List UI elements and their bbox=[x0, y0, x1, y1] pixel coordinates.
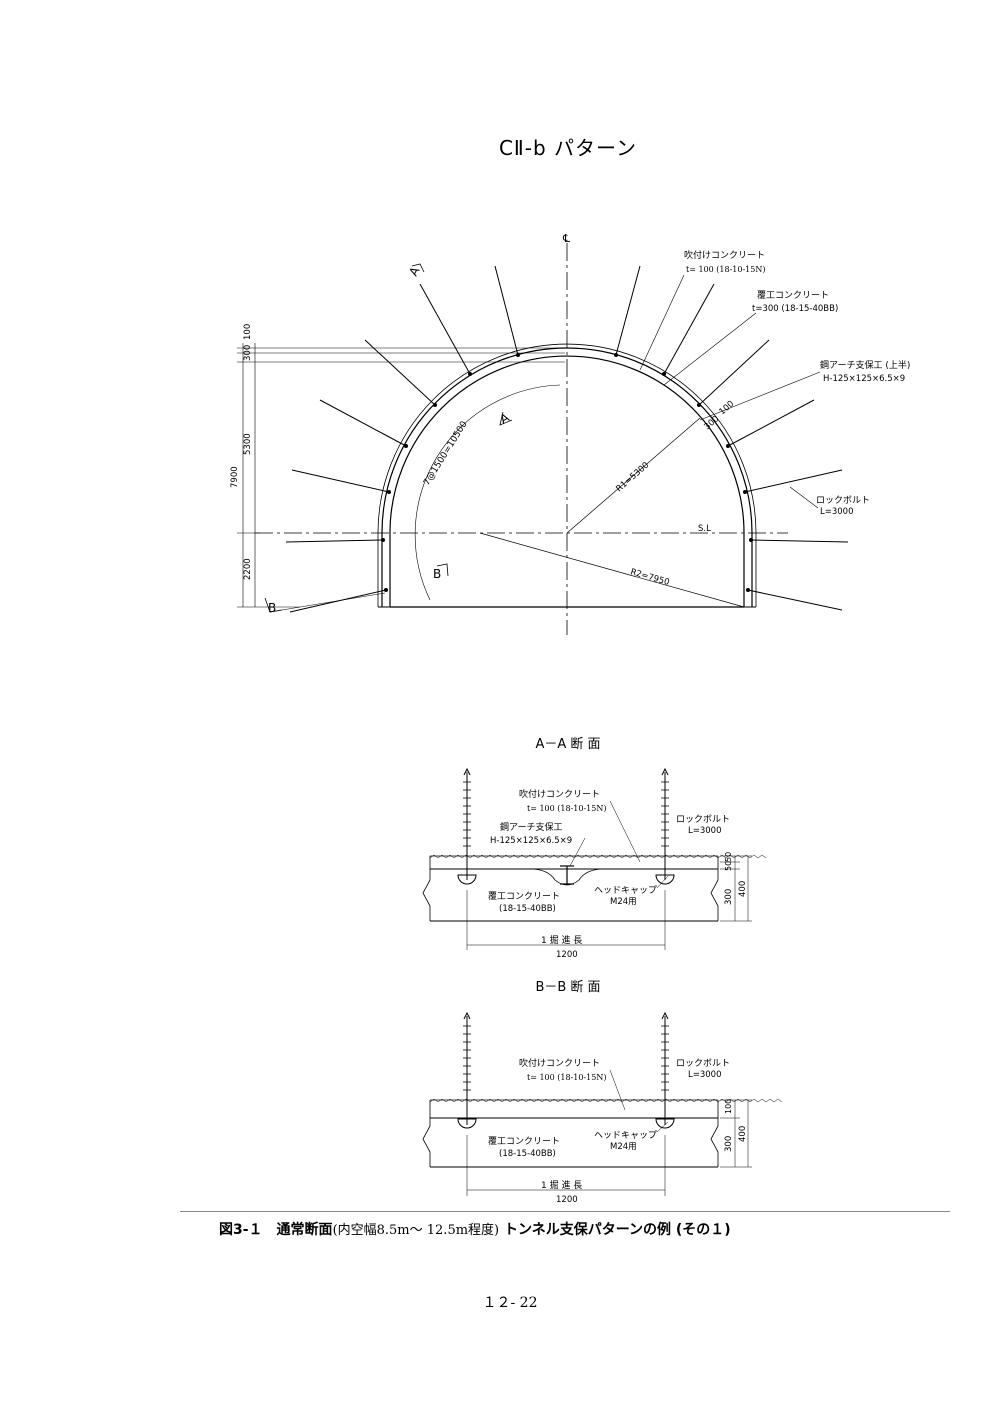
caption-divider bbox=[180, 1211, 950, 1212]
aa-headcap-spec: M24用 bbox=[610, 897, 637, 907]
steel-h-beam-icon bbox=[560, 865, 574, 885]
aa-shotcrete-spec: t= 100 (18-10-15N) bbox=[527, 804, 606, 813]
lining-label: 覆工コンクリート bbox=[757, 290, 829, 301]
section-bb-title: B－B 断 面 bbox=[535, 980, 601, 995]
bb-lining-spec: (18-15-40BB) bbox=[499, 1149, 556, 1159]
bb-rockbolt-spec: L=3000 bbox=[688, 1070, 722, 1080]
cut-marker-a: A bbox=[406, 264, 423, 279]
bb-headcap-label: ヘッドキャップ bbox=[594, 1130, 657, 1141]
shotcrete-spec: t= 100 (18-10-15N) bbox=[686, 265, 765, 274]
section-bb-rockbolts bbox=[457, 1011, 675, 1129]
headcap-icon bbox=[655, 874, 675, 885]
page-number: １２- 22 bbox=[482, 1295, 538, 1311]
aa-steel-arch-label: 鋼アーチ支保工 bbox=[500, 821, 562, 833]
aa-headcap-label: ヘッドキャップ bbox=[594, 885, 657, 896]
headcap-icon bbox=[457, 874, 477, 885]
r2-radius-line bbox=[479, 532, 745, 608]
section-aa-title: A－A 断 面 bbox=[535, 737, 601, 752]
page-title: CⅡ-b パターン bbox=[498, 136, 638, 160]
section-aa-rockbolts bbox=[457, 767, 675, 885]
cut-marker-b: B bbox=[268, 601, 276, 615]
lining-spec: t=300 (18-15-40BB) bbox=[752, 304, 838, 314]
figure-caption: 図3-１ 通常断面(内空幅8.5m～ 12.5m程度) トンネル支保パターンの例… bbox=[219, 1219, 731, 1239]
bb-advance-label: 1 掘 進 長 bbox=[541, 1179, 582, 1191]
centerline-symbol: ℄ bbox=[562, 232, 570, 245]
spacing-label: 7@1500=10500 bbox=[422, 419, 470, 487]
aa-dim-400: 400 bbox=[738, 881, 748, 897]
r1-label: R1=5300 bbox=[614, 460, 651, 494]
caption-figure-number: 図3-１ 通常断面 bbox=[219, 1222, 333, 1238]
tunnel-cross-section bbox=[237, 243, 849, 635]
bb-headcap-spec: M24用 bbox=[610, 1142, 637, 1152]
spacing-arc bbox=[414, 384, 561, 601]
cut-marker-a: A bbox=[498, 410, 513, 427]
rock-bolts bbox=[285, 265, 849, 613]
bb-dim-400: 400 bbox=[738, 1126, 748, 1142]
aa-rockbolt-label: ロックボルト bbox=[676, 814, 730, 825]
aa-advance-label: 1 掘 進 長 bbox=[541, 934, 582, 946]
bb-shotcrete-label: 吹付けコンクリート bbox=[519, 1057, 600, 1069]
r2-label: R2=7950 bbox=[629, 567, 670, 588]
shotcrete-outline bbox=[377, 343, 757, 607]
dim-7900: 7900 bbox=[230, 466, 240, 488]
rockbolt-spec: L=3000 bbox=[820, 507, 854, 517]
aa-dim-300: 300 bbox=[724, 889, 734, 905]
bb-advance-value: 1200 bbox=[556, 1195, 578, 1205]
aa-steel-arch-spec: H-125×125×6.5×9 bbox=[490, 836, 572, 846]
bb-rockbolt-label: ロックボルト bbox=[676, 1058, 730, 1069]
aa-lining-spec: (18-15-40BB) bbox=[499, 904, 556, 914]
section-aa-drawing bbox=[422, 767, 767, 950]
caption-description: トンネル支保パターンの例 (その１) bbox=[499, 1222, 731, 1238]
caption-range: (内空幅8.5m～ 12.5m程度) bbox=[332, 1223, 500, 1238]
shotcrete-label: 吹付けコンクリート bbox=[684, 249, 765, 261]
section-bb-drawing bbox=[422, 1011, 783, 1196]
cut-marker-b: B bbox=[433, 567, 441, 581]
sl-label: S.L bbox=[698, 524, 711, 534]
r1-radius-line bbox=[566, 417, 701, 534]
dim-100-left: 100 bbox=[243, 324, 253, 340]
bb-lining-label: 覆工コンクリート bbox=[488, 1136, 560, 1147]
dim-100-right: 100 bbox=[717, 399, 736, 417]
bolt-heads bbox=[381, 353, 753, 592]
aa-dim-50b: 50 bbox=[724, 861, 733, 871]
dim-300-left: 300 bbox=[243, 345, 253, 361]
bb-dim-100: 100 bbox=[724, 1099, 733, 1114]
dim-5300: 5300 bbox=[243, 433, 253, 455]
lining-inner-outline bbox=[389, 355, 745, 607]
dim-2200: 2200 bbox=[243, 558, 253, 580]
bb-shotcrete-spec: t= 100 (18-10-15N) bbox=[527, 1073, 606, 1082]
headcap-icon bbox=[655, 1118, 675, 1129]
steel-arch-spec: H-125×125×6.5×9 bbox=[823, 374, 905, 384]
aa-advance-value: 1200 bbox=[556, 950, 578, 960]
aa-shotcrete-label: 吹付けコンクリート bbox=[519, 788, 600, 800]
lining-outer-outline bbox=[381, 347, 753, 607]
aa-dim-50a: 50 bbox=[724, 852, 733, 862]
rockbolt-label: ロックボルト bbox=[816, 495, 870, 506]
headcap-icon bbox=[457, 1118, 477, 1129]
steel-arch-label: 鋼アーチ支保工 (上半) bbox=[820, 359, 910, 371]
bb-dim-300: 300 bbox=[724, 1136, 734, 1152]
dim-300-right: 300 bbox=[702, 414, 721, 432]
aa-rockbolt-spec: L=3000 bbox=[688, 826, 722, 836]
aa-lining-label: 覆工コンクリート bbox=[488, 891, 560, 902]
